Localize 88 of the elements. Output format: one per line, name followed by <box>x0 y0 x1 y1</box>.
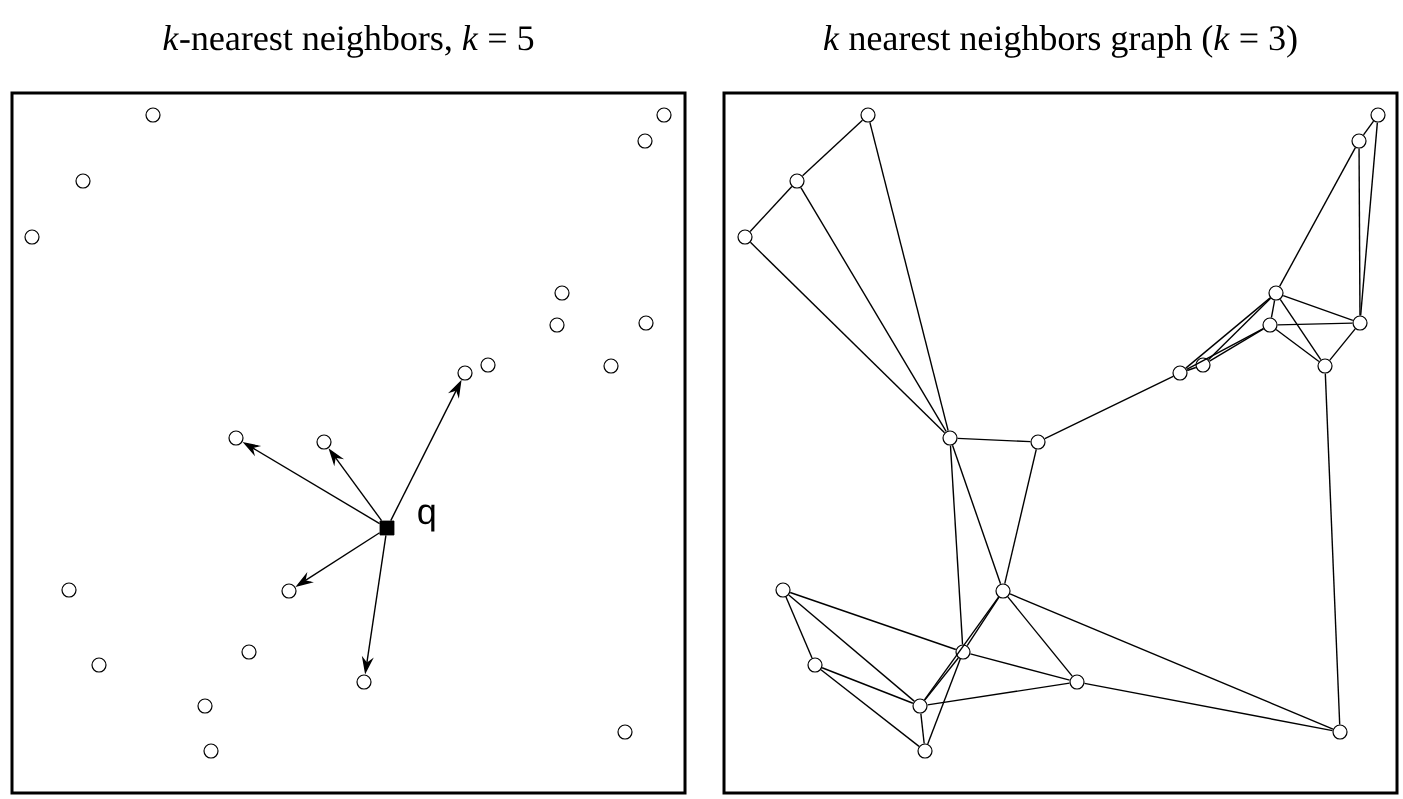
data-point <box>1268 285 1284 301</box>
data-point <box>912 698 928 714</box>
graph-edge <box>1279 298 1322 361</box>
query-point <box>379 520 395 536</box>
graph-edge <box>749 185 793 233</box>
graph-edge <box>1007 596 1073 677</box>
graph-edge <box>1329 328 1356 361</box>
data-point <box>942 430 958 446</box>
graph-edge <box>820 669 920 748</box>
graph-edge <box>951 444 1002 585</box>
data-point <box>457 365 473 381</box>
node-label: k-nearest neighbors, k = 5 <box>163 25 534 58</box>
graph-edge <box>1278 147 1357 288</box>
data-point <box>24 229 40 245</box>
graph-edge <box>966 596 1000 647</box>
graph-edge <box>949 444 964 646</box>
data-point <box>356 674 372 690</box>
data-point <box>638 315 654 331</box>
graph-edge <box>1185 297 1271 369</box>
node-label: k nearest neighbors graph (k = 3) <box>823 25 1297 58</box>
graph-edge <box>789 591 957 651</box>
data-point <box>603 358 619 374</box>
graph-edge <box>1083 682 1334 732</box>
graph-edge <box>788 594 915 702</box>
graph-edge <box>785 596 813 659</box>
data-point <box>737 229 753 245</box>
data-point <box>549 317 565 333</box>
graph-edge <box>1004 448 1037 585</box>
data-point <box>1352 315 1368 331</box>
graph-edge <box>1270 299 1276 319</box>
graph-edge <box>749 241 946 434</box>
data-point <box>1069 674 1085 690</box>
point-label: q <box>418 504 435 532</box>
data-point <box>281 583 297 599</box>
data-point <box>617 724 633 740</box>
data-point <box>75 173 91 189</box>
graph-edge <box>801 119 864 177</box>
graph-edge <box>969 653 1071 681</box>
data-point <box>1317 358 1333 374</box>
data-point <box>955 644 971 660</box>
graph-edge <box>869 121 949 432</box>
graph-edge <box>1276 322 1354 326</box>
graph-edge <box>1009 593 1334 730</box>
data-point <box>1195 357 1211 373</box>
graph-edge <box>1044 375 1174 440</box>
graph-edge <box>1208 328 1265 362</box>
graph-edge <box>1186 366 1197 372</box>
data-point <box>1030 434 1046 450</box>
graph-edge <box>1282 294 1354 322</box>
data-point <box>860 107 876 123</box>
data-point <box>197 698 213 714</box>
data-point <box>145 107 161 123</box>
graph-edge <box>924 657 959 701</box>
graph-edge <box>1359 121 1379 317</box>
graph-edge <box>927 658 961 745</box>
data-point <box>1172 365 1188 381</box>
data-point <box>807 657 823 673</box>
data-point <box>228 430 244 446</box>
data-point <box>1332 724 1348 740</box>
data-point <box>637 133 653 149</box>
graph-edge <box>821 667 914 704</box>
graph-edge <box>1207 297 1272 361</box>
data-point <box>241 644 257 660</box>
graph-edge <box>1358 147 1361 317</box>
data-point <box>789 173 805 189</box>
data-point <box>775 582 791 598</box>
graph-edge <box>926 682 1071 706</box>
data-point <box>995 583 1011 599</box>
graph-edge <box>956 437 1032 443</box>
data-point <box>554 285 570 301</box>
graph-edge <box>1275 328 1320 363</box>
data-point <box>1262 317 1278 333</box>
data-point <box>480 357 496 373</box>
data-point <box>1370 107 1386 123</box>
data-point <box>61 582 77 598</box>
data-point <box>91 657 107 673</box>
graph-edge <box>800 186 947 433</box>
graph-edge <box>1186 327 1264 371</box>
graph-edge <box>923 596 1000 701</box>
data-point <box>316 434 332 450</box>
data-point <box>917 743 933 759</box>
graph-edge <box>920 712 925 745</box>
graph-edge <box>1362 120 1375 136</box>
data-point <box>1351 133 1367 149</box>
panel: k nearest neighbors graph (k = 3) <box>722 25 1399 795</box>
graph-edge <box>1324 372 1341 726</box>
data-point <box>656 107 672 123</box>
data-point <box>203 743 219 759</box>
